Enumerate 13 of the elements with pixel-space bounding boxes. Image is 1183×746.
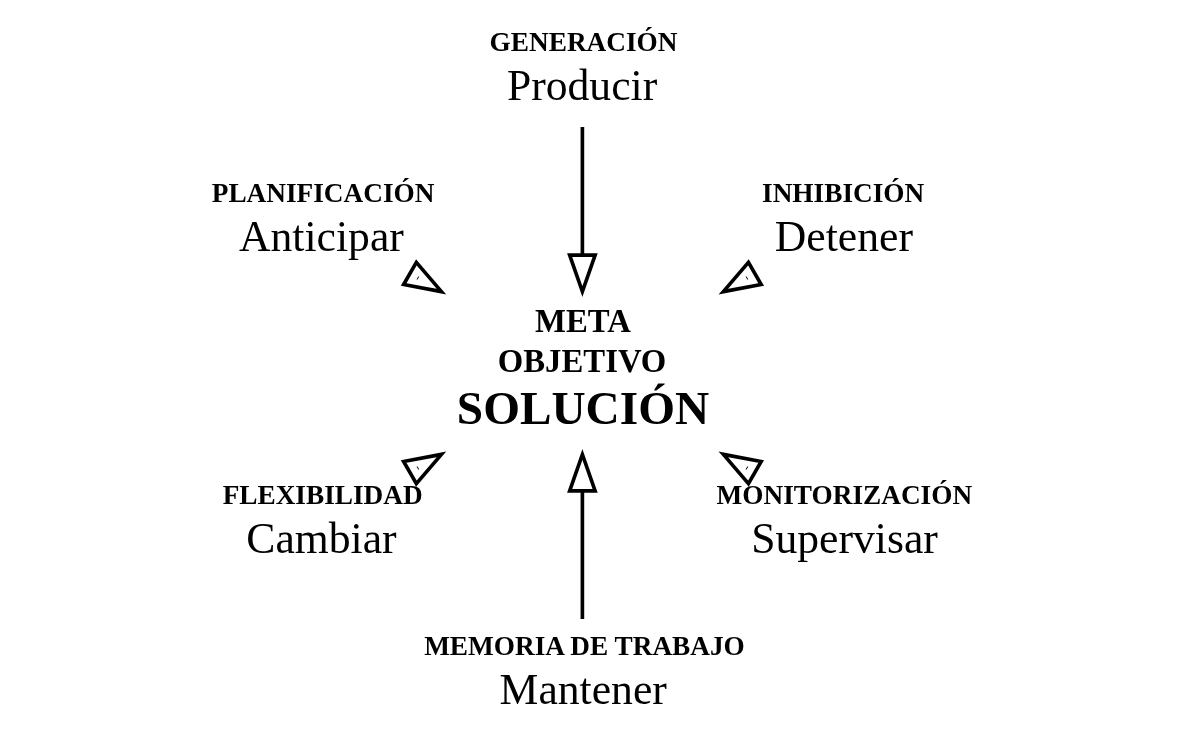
node-text: MEMORIA DE TRABAJO Mantener — [424, 630, 745, 714]
arrow — [567, 127, 598, 298]
arrow — [567, 448, 598, 619]
node-text: META OBJETIVO SOLUCIÓN — [456, 302, 710, 434]
node-text: INHIBICIÓN Detener — [762, 178, 925, 261]
node-text: FLEXIBILIDAD Cambiar — [222, 479, 423, 563]
arrow — [400, 451, 447, 487]
node-text: PLANIFICACIÓN Anticipar — [211, 178, 435, 261]
arrow — [400, 259, 447, 295]
arrow — [718, 259, 765, 295]
node-text: MONITORIZACIÓN Supervisar — [716, 479, 973, 563]
node-text: GENERACIÓN Producir — [489, 27, 678, 110]
arrow — [718, 451, 765, 487]
